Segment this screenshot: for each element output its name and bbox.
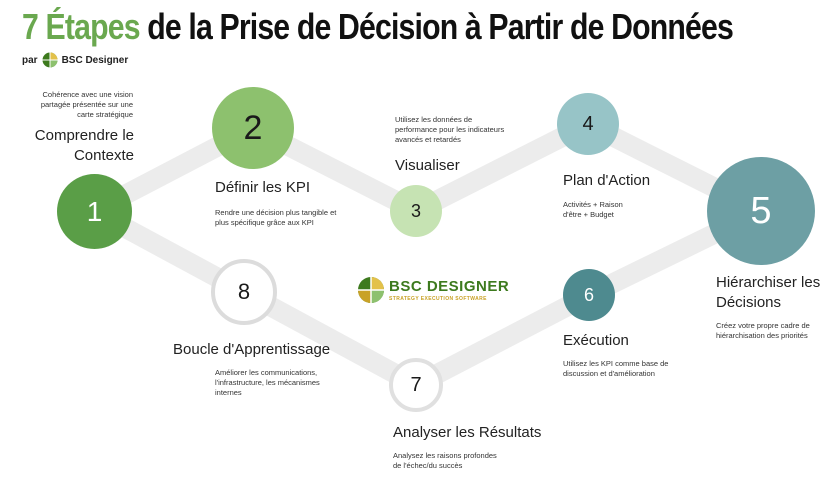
step-label-4: Plan d'Action xyxy=(563,172,651,189)
step-desc-6: Utilisez les KPI comme base de discussio… xyxy=(563,359,669,378)
byline-prefix: par xyxy=(22,54,38,66)
brand-name: BSC DESIGNER xyxy=(389,277,510,295)
step-label-8: Boucle d'Apprentissage xyxy=(173,341,331,358)
byline: par BSC Designer xyxy=(22,52,128,68)
step-circle-4: 4 xyxy=(557,93,619,155)
step-label-3: Visualiser xyxy=(395,157,460,174)
step-desc-5: Créez votre propre cadre de hiérarchisat… xyxy=(716,321,810,340)
step-circle-1: 1 xyxy=(57,174,132,249)
title-rest: de la Prise de Décision à Partir de Donn… xyxy=(139,6,734,47)
step-number-8: 8 xyxy=(237,279,251,304)
step-label-7: Analyser les Résultats xyxy=(393,424,542,441)
step-circle-5: 5 xyxy=(707,157,815,265)
connector-3-4 xyxy=(406,114,598,221)
title-accent: 7 Étapes xyxy=(22,6,141,47)
step-number-2: 2 xyxy=(243,109,263,147)
bsc-brand-icon xyxy=(358,277,384,303)
step-number-5: 5 xyxy=(750,190,772,232)
step-number-3: 3 xyxy=(410,201,421,221)
step-circle-6: 6 xyxy=(563,269,615,321)
step-circle-2: 2 xyxy=(212,87,294,169)
step-number-1: 1 xyxy=(86,195,103,227)
step-desc-3: Utilisez les données de performance pour… xyxy=(395,115,505,144)
step-desc-8: Améliorer les communications, l'infrastr… xyxy=(215,368,320,397)
connector-6-7 xyxy=(406,285,599,395)
step-number-7: 7 xyxy=(410,374,422,396)
step-label-1: Comprendre le Contexte xyxy=(34,127,134,164)
step-circle-7: 7 xyxy=(389,358,443,412)
step-desc-1: Cohérence avec une vision partagée prése… xyxy=(40,90,133,119)
step-number-6: 6 xyxy=(583,285,594,305)
page-title: 7 Étapes de la Prise de Décision à Parti… xyxy=(22,6,734,48)
bsc-logo-icon xyxy=(42,52,58,68)
step-circle-3: 3 xyxy=(390,185,442,237)
step-circle-8: 8 xyxy=(211,259,277,325)
step-label-6: Exécution xyxy=(563,332,629,349)
step-desc-7: Analysez les raisons profondes de l'éche… xyxy=(393,451,497,470)
step-number-4: 4 xyxy=(582,113,594,135)
step-desc-4: Activités + Raison d'être + Budget xyxy=(563,200,623,219)
step-desc-2: Rendre une décision plus tangible et plu… xyxy=(215,208,337,227)
byline-name: BSC Designer xyxy=(61,54,129,66)
step-label-5: Hiérarchiser les Décisions xyxy=(716,274,821,311)
brand-tagline: STRATEGY EXECUTION SOFTWARE xyxy=(389,295,487,302)
step-label-2: Définir les KPI xyxy=(215,179,311,196)
bsc-designer-logo: BSC DESIGNER STRATEGY EXECUTION SOFTWARE xyxy=(357,276,509,304)
